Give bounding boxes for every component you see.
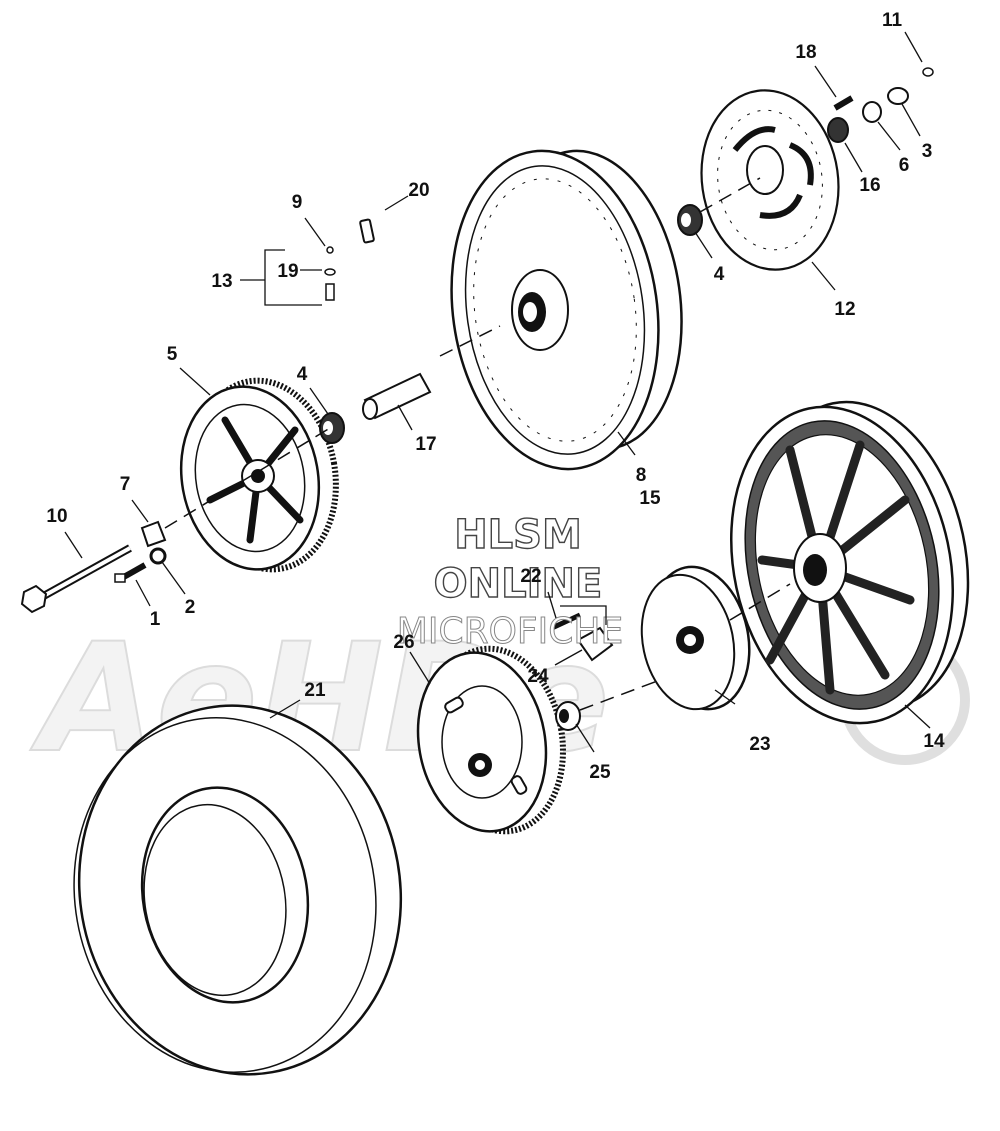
callout-3: 3 bbox=[922, 141, 933, 162]
tire[interactable] bbox=[46, 680, 429, 1100]
axle-bolt[interactable] bbox=[20, 544, 132, 614]
callout-26: 26 bbox=[393, 632, 414, 653]
spacer[interactable] bbox=[140, 520, 167, 548]
leader-lines bbox=[64, 31, 931, 753]
watermark: HLSM ONLINE MICROFICHE bbox=[396, 511, 623, 652]
front-wheel-rim[interactable] bbox=[432, 137, 700, 482]
callout-4b: 4 bbox=[297, 364, 308, 385]
assembly-centerlines bbox=[164, 177, 791, 711]
callout-5: 5 bbox=[167, 344, 178, 365]
callout-16: 16 bbox=[859, 175, 880, 196]
brake-rotor[interactable] bbox=[690, 81, 850, 278]
rotor-hardware[interactable] bbox=[827, 67, 934, 143]
bearing-right[interactable] bbox=[677, 204, 703, 236]
watermark-line2: ONLINE bbox=[434, 561, 603, 607]
callout-11: 11 bbox=[882, 10, 903, 31]
debris-deflector[interactable] bbox=[576, 626, 614, 662]
callout-22: 22 bbox=[520, 566, 541, 587]
washer[interactable] bbox=[149, 547, 167, 565]
sprocket-hub[interactable] bbox=[630, 558, 762, 719]
callout-24: 24 bbox=[527, 666, 549, 687]
bearing-left[interactable] bbox=[319, 412, 345, 444]
callout-4a: 4 bbox=[714, 264, 725, 285]
front-pulley[interactable] bbox=[167, 369, 350, 580]
rear-wheel-rim[interactable] bbox=[703, 383, 995, 744]
callout-8: 8 bbox=[636, 465, 647, 486]
watermark-line3: MICROFICHE bbox=[397, 611, 623, 652]
callout-23: 23 bbox=[749, 734, 770, 755]
watermark-line1: HLSM bbox=[454, 512, 582, 558]
callout-2: 2 bbox=[185, 597, 196, 618]
axle[interactable] bbox=[362, 372, 432, 420]
callout-labels: 1 2 3 4 4 5 6 7 8 9 10 11 12 13 14 15 16… bbox=[46, 10, 945, 783]
rear-pulley[interactable] bbox=[404, 638, 577, 842]
callout-13: 13 bbox=[211, 271, 232, 292]
callout-19: 19 bbox=[277, 261, 298, 282]
callout-10: 10 bbox=[46, 506, 67, 527]
callout-14: 14 bbox=[923, 731, 945, 752]
callout-6: 6 bbox=[899, 155, 910, 176]
callout-17: 17 bbox=[415, 434, 436, 455]
callout-7: 7 bbox=[120, 474, 131, 495]
sprocket-bolt[interactable] bbox=[550, 612, 582, 631]
pulley-bolt[interactable] bbox=[114, 562, 147, 583]
callout-18: 18 bbox=[795, 42, 816, 63]
sprocket-spacer[interactable] bbox=[555, 701, 581, 731]
weight[interactable] bbox=[359, 218, 375, 244]
valve-stem-set[interactable] bbox=[324, 246, 336, 301]
callout-21: 21 bbox=[304, 680, 326, 701]
callout-12: 12 bbox=[834, 299, 855, 320]
callout-1: 1 bbox=[150, 609, 161, 630]
callout-20: 20 bbox=[408, 180, 429, 201]
callout-25: 25 bbox=[589, 762, 611, 783]
callout-9: 9 bbox=[292, 192, 303, 213]
callout-15: 15 bbox=[639, 488, 661, 509]
